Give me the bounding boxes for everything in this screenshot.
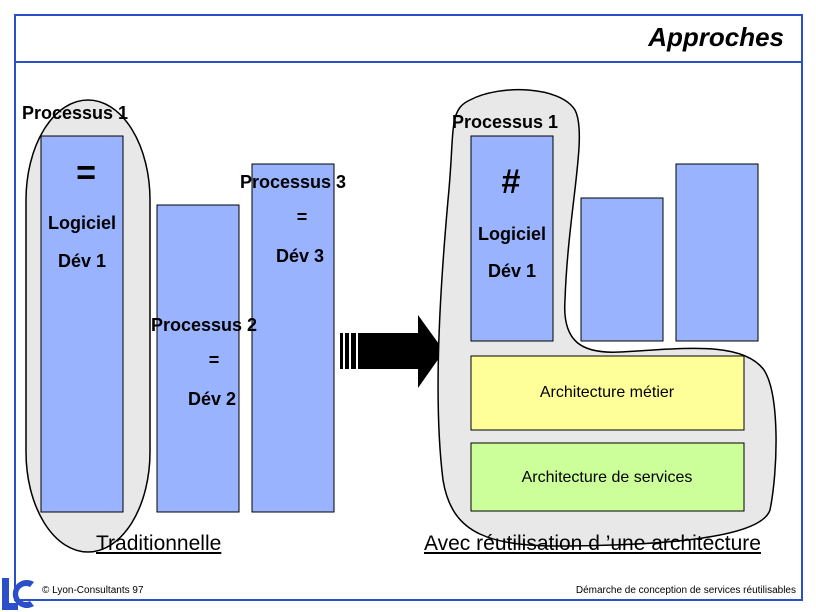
reuse-process-1-bar: [470, 135, 554, 342]
traditional-process-1-symbol: =: [76, 154, 96, 192]
reuse-process-3-bar: [675, 163, 759, 342]
traditional-process-2-symbol: =: [208, 350, 220, 370]
traditional-process-3-bar: [251, 163, 335, 513]
reuse-process-1-title: Processus 1: [452, 112, 559, 132]
reuse-process-1-label: Logiciel: [477, 224, 547, 244]
business-architecture-label: Architecture métier: [539, 384, 675, 401]
traditional-process-3-symbol: =: [296, 207, 308, 227]
title-divider: [14, 61, 803, 63]
footer-copyright: © Lyon-Consultants 97: [42, 585, 144, 596]
slide-title: Approches: [648, 22, 784, 52]
traditional-caption: Traditionnelle: [96, 532, 222, 555]
traditional-process-1-bar: [40, 135, 124, 513]
business-architecture-layer: [470, 355, 745, 431]
traditional-process-3-dev: Dév 3: [275, 246, 325, 266]
traditional-process-1-title: Processus 1: [22, 103, 129, 123]
traditional-process-1-dev: Dév 1: [57, 251, 107, 271]
traditional-process-3-title: Processus 3: [240, 172, 347, 192]
traditional-process-1-label: Logiciel: [47, 213, 117, 233]
footer-subject: Démarche de conception de services réuti…: [575, 585, 796, 596]
reuse-process-2-bar: [580, 197, 664, 342]
reuse-process-1-symbol: #: [501, 163, 521, 201]
reuse-caption: Avec réutilisation d ’une architecture: [424, 532, 761, 555]
services-architecture-label: Architecture de services: [521, 469, 693, 486]
services-architecture-layer: [470, 442, 745, 512]
slide-frame: [14, 14, 803, 601]
right-arrow-icon: [340, 315, 444, 388]
traditional-process-2-bar: [156, 204, 240, 513]
traditional-process-2-dev: Dév 2: [187, 389, 237, 409]
reuse-process-1-dev: Dév 1: [487, 261, 537, 281]
company-logo-icon: [2, 578, 35, 610]
traditional-process-2-title: Processus 2: [151, 315, 258, 335]
